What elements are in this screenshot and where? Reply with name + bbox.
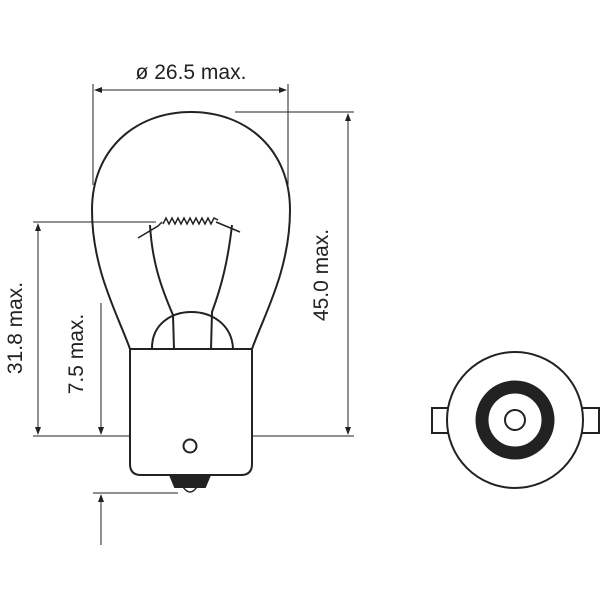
center-contact — [504, 409, 526, 431]
bulb-side-view — [90, 110, 292, 493]
diameter-dimension — [92, 84, 289, 185]
filament-coil — [162, 216, 219, 226]
glass-envelope — [90, 110, 292, 350]
bulb-base-end-view — [431, 351, 600, 489]
inner-dome — [151, 311, 234, 349]
diameter-label: ø 26.5 max. — [136, 61, 247, 84]
bayonet-lug-right — [581, 407, 600, 434]
contact-dimension — [93, 303, 178, 545]
light-center-dimension — [33, 221, 156, 437]
light-center-label: 31.8 max. — [4, 282, 27, 374]
base — [129, 348, 253, 476]
contact-tip — [168, 474, 212, 488]
stem-wire-left — [149, 224, 175, 350]
contact-label: 7.5 max. — [65, 314, 88, 395]
filament-support-right — [215, 221, 241, 233]
length-label: 45.0 max. — [310, 229, 333, 321]
length-dimension — [235, 111, 354, 437]
insulator-ring — [475, 380, 555, 460]
filament-support-left — [137, 221, 163, 239]
bayonet-pin-hole — [182, 438, 198, 454]
stem-wire-right — [210, 224, 233, 350]
